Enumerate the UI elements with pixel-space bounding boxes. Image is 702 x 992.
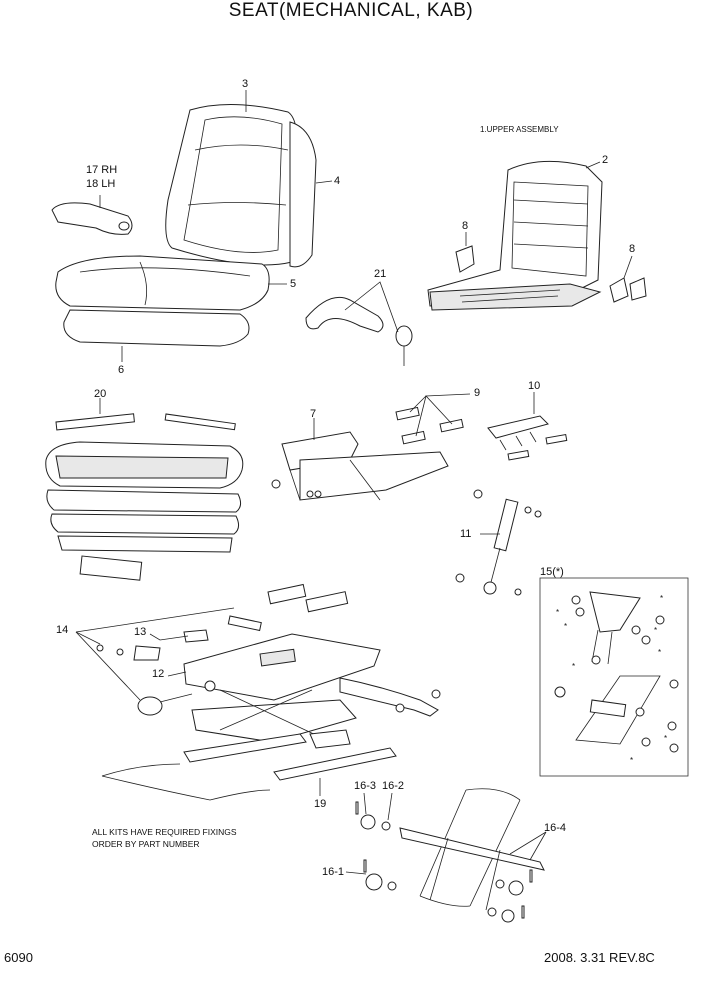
callout-9: 9 <box>474 387 481 399</box>
callout-11: 11 <box>460 528 472 540</box>
part-slide-bracket[interactable] <box>271 431 449 501</box>
part-upper-frame[interactable] <box>427 160 603 311</box>
part-springs[interactable] <box>395 406 464 445</box>
part-slide-rails[interactable] <box>101 729 397 801</box>
part-side-cover-right[interactable] <box>609 277 647 303</box>
callout-21: 21 <box>374 268 387 280</box>
part-backrest[interactable] <box>165 103 298 266</box>
kit-marker: * <box>556 608 560 617</box>
callout-17: 17 RH <box>86 164 118 176</box>
callout-10: 10 <box>528 380 541 392</box>
callout-12: 12 <box>152 668 165 680</box>
kit-marker: * <box>654 626 658 635</box>
kit-marker: * <box>660 594 664 603</box>
callout-16-2: 16-2 <box>382 780 405 792</box>
callout-8-right: 8 <box>629 243 636 255</box>
kit-marker: * <box>658 648 662 657</box>
page-title: SEAT(MECHANICAL, KAB) <box>228 0 474 21</box>
part-lever-assembly[interactable] <box>487 415 568 461</box>
callout-20: 20 <box>94 388 107 400</box>
kit-marker: * <box>572 662 576 671</box>
callout-16-3: 16-3 <box>354 780 377 792</box>
callout-6: 6 <box>118 364 125 376</box>
part-gas-spring[interactable] <box>455 489 542 596</box>
kit-marker: * <box>564 622 568 631</box>
kit-marker: * <box>630 756 634 765</box>
note-line-1: ALL KITS HAVE REQUIRED FIXINGS <box>92 827 237 837</box>
date-revision: 2008. 3.31 REV.8C <box>544 950 655 965</box>
part-lower-frame[interactable] <box>355 788 545 923</box>
note-line-2: ORDER BY PART NUMBER <box>92 839 200 849</box>
part-main-springs[interactable] <box>227 583 349 632</box>
callout-14: 14 <box>56 624 69 636</box>
callout-16-1: 16-1 <box>322 866 345 878</box>
part-suspension-base[interactable] <box>183 633 441 743</box>
part-seat-bellows[interactable] <box>45 413 244 581</box>
part-side-cover-left[interactable] <box>455 245 475 273</box>
part-seat-belt[interactable] <box>305 296 413 366</box>
callout-2: 2 <box>602 154 609 166</box>
callout-7: 7 <box>310 408 317 420</box>
callout-13: 13 <box>134 626 147 638</box>
part-back-cushion[interactable] <box>289 121 317 268</box>
part-seat-cushion[interactable] <box>55 255 270 311</box>
callout-16-4: 16-4 <box>544 822 567 834</box>
callout-8-left: 8 <box>462 220 469 232</box>
part-armrest[interactable] <box>51 202 133 235</box>
part-seat-base[interactable] <box>63 309 250 347</box>
part-adjustment-knob[interactable] <box>96 644 193 716</box>
page-number: 6090 <box>4 950 33 965</box>
upper-assembly-label: 1.UPPER ASSEMBLY <box>480 125 559 134</box>
part-bracket[interactable] <box>133 629 209 661</box>
callout-19: 19 <box>314 798 327 810</box>
kit-marker: * <box>664 734 668 743</box>
callout-18: 18 LH <box>86 178 116 190</box>
callout-5: 5 <box>290 278 297 290</box>
callout-4: 4 <box>334 175 341 187</box>
callout-15: 15(*) <box>540 566 564 578</box>
kit-panel[interactable] <box>539 577 689 777</box>
callout-3: 3 <box>242 78 249 90</box>
